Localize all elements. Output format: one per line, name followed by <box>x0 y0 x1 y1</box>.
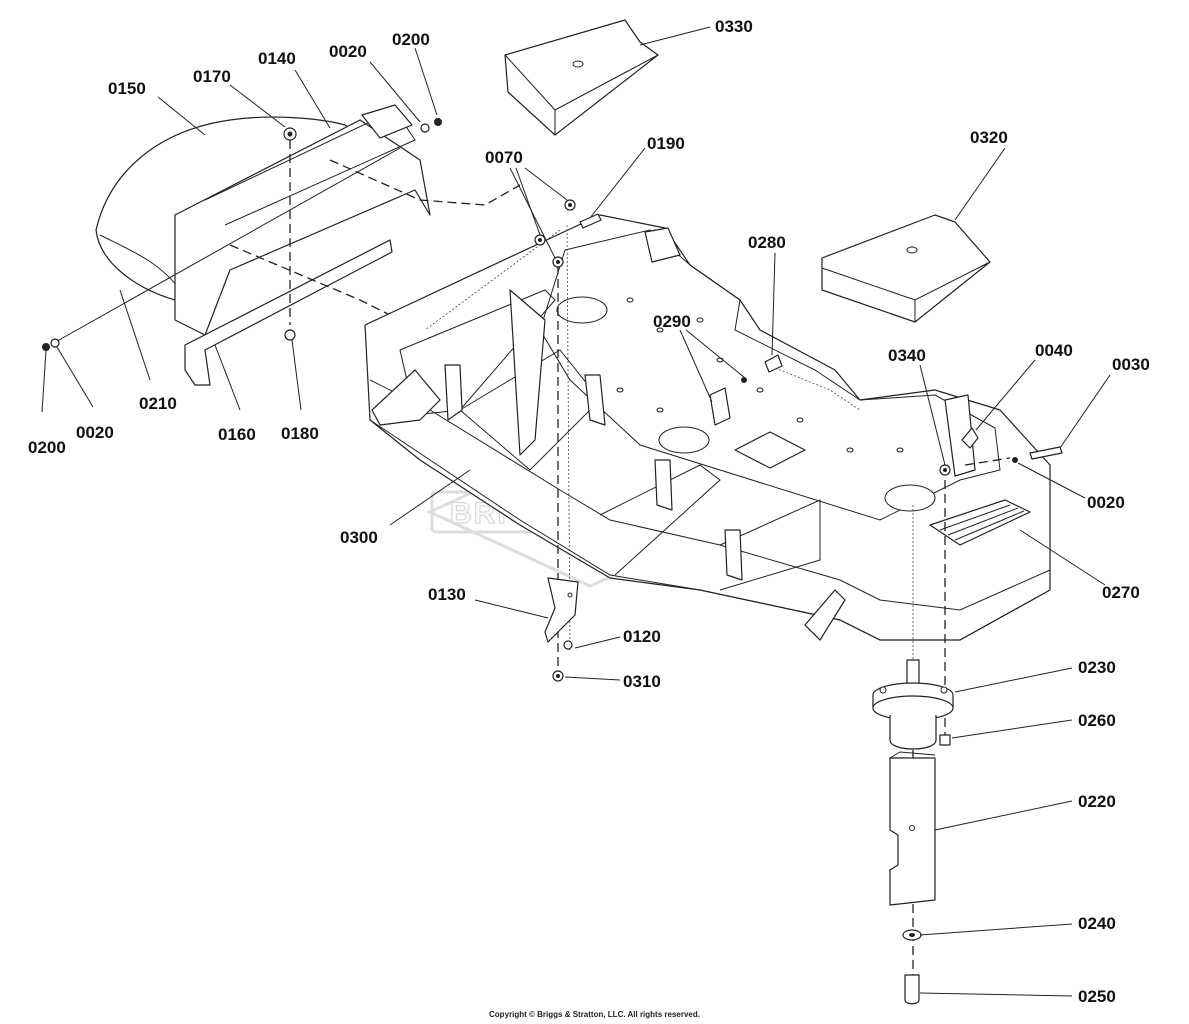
hinge-ear <box>361 104 413 139</box>
mount-bracket <box>709 387 731 426</box>
callout-0020-top: 0020 <box>329 42 367 61</box>
callout-0200-top: 0200 <box>392 30 430 49</box>
washer <box>50 338 60 348</box>
hex-nut <box>42 343 50 351</box>
mower-deck <box>364 214 1051 745</box>
callout-0140: 0140 <box>258 49 296 68</box>
mower-blade <box>889 751 936 906</box>
washer <box>420 123 430 133</box>
callout-0040: 0040 <box>1035 341 1073 360</box>
callout-0310: 0310 <box>623 672 661 691</box>
callout-0300: 0300 <box>340 528 378 547</box>
callout-0220: 0220 <box>1078 792 1116 811</box>
callout-0130: 0130 <box>428 585 466 604</box>
hinge-rod <box>51 147 401 345</box>
hex-bolt <box>284 329 296 341</box>
callout-0240: 0240 <box>1078 914 1116 933</box>
callout-0340: 0340 <box>888 346 926 365</box>
callout-0150: 0150 <box>108 79 146 98</box>
callout-0070: 0070 <box>485 148 523 167</box>
height-link <box>544 577 579 682</box>
callout-0250: 0250 <box>1078 987 1116 1006</box>
callout-0200-left: 0200 <box>28 438 66 457</box>
callout-0290: 0290 <box>653 312 691 331</box>
callout-0330: 0330 <box>715 17 753 36</box>
callout-0210: 0210 <box>139 394 177 413</box>
callout-0270: 0270 <box>1102 583 1140 602</box>
callout-0320: 0320 <box>970 128 1008 147</box>
callout-0030: 0030 <box>1112 355 1150 374</box>
callout-0020-right: 0020 <box>1087 493 1125 512</box>
callout-0230: 0230 <box>1078 658 1116 677</box>
callout-0280: 0280 <box>748 233 786 252</box>
chute-lower-plate <box>184 239 393 386</box>
discharge-chute-assembly <box>42 104 521 386</box>
hex-nut <box>434 118 442 126</box>
callout-0120: 0120 <box>623 627 661 646</box>
callout-0170: 0170 <box>193 67 231 86</box>
blade-bolt <box>904 974 920 1005</box>
belt-cover-left <box>504 19 659 136</box>
copyright-notice: Copyright © Briggs & Stratton, LLC. All … <box>489 1010 700 1019</box>
belt-cover-right <box>821 214 991 323</box>
callout-0020-left: 0020 <box>76 423 114 442</box>
link-bolt <box>563 640 573 650</box>
callout-labels: 0150 0170 0140 0020 0200 0330 0070 0190 … <box>28 17 1150 1006</box>
spindle-bolt <box>939 734 951 746</box>
callout-0180: 0180 <box>281 424 319 443</box>
blade-washer <box>902 929 922 941</box>
leader-lines <box>41 26 1111 997</box>
callout-0190: 0190 <box>647 134 685 153</box>
callout-0260: 0260 <box>1078 711 1116 730</box>
callout-0160: 0160 <box>218 425 256 444</box>
